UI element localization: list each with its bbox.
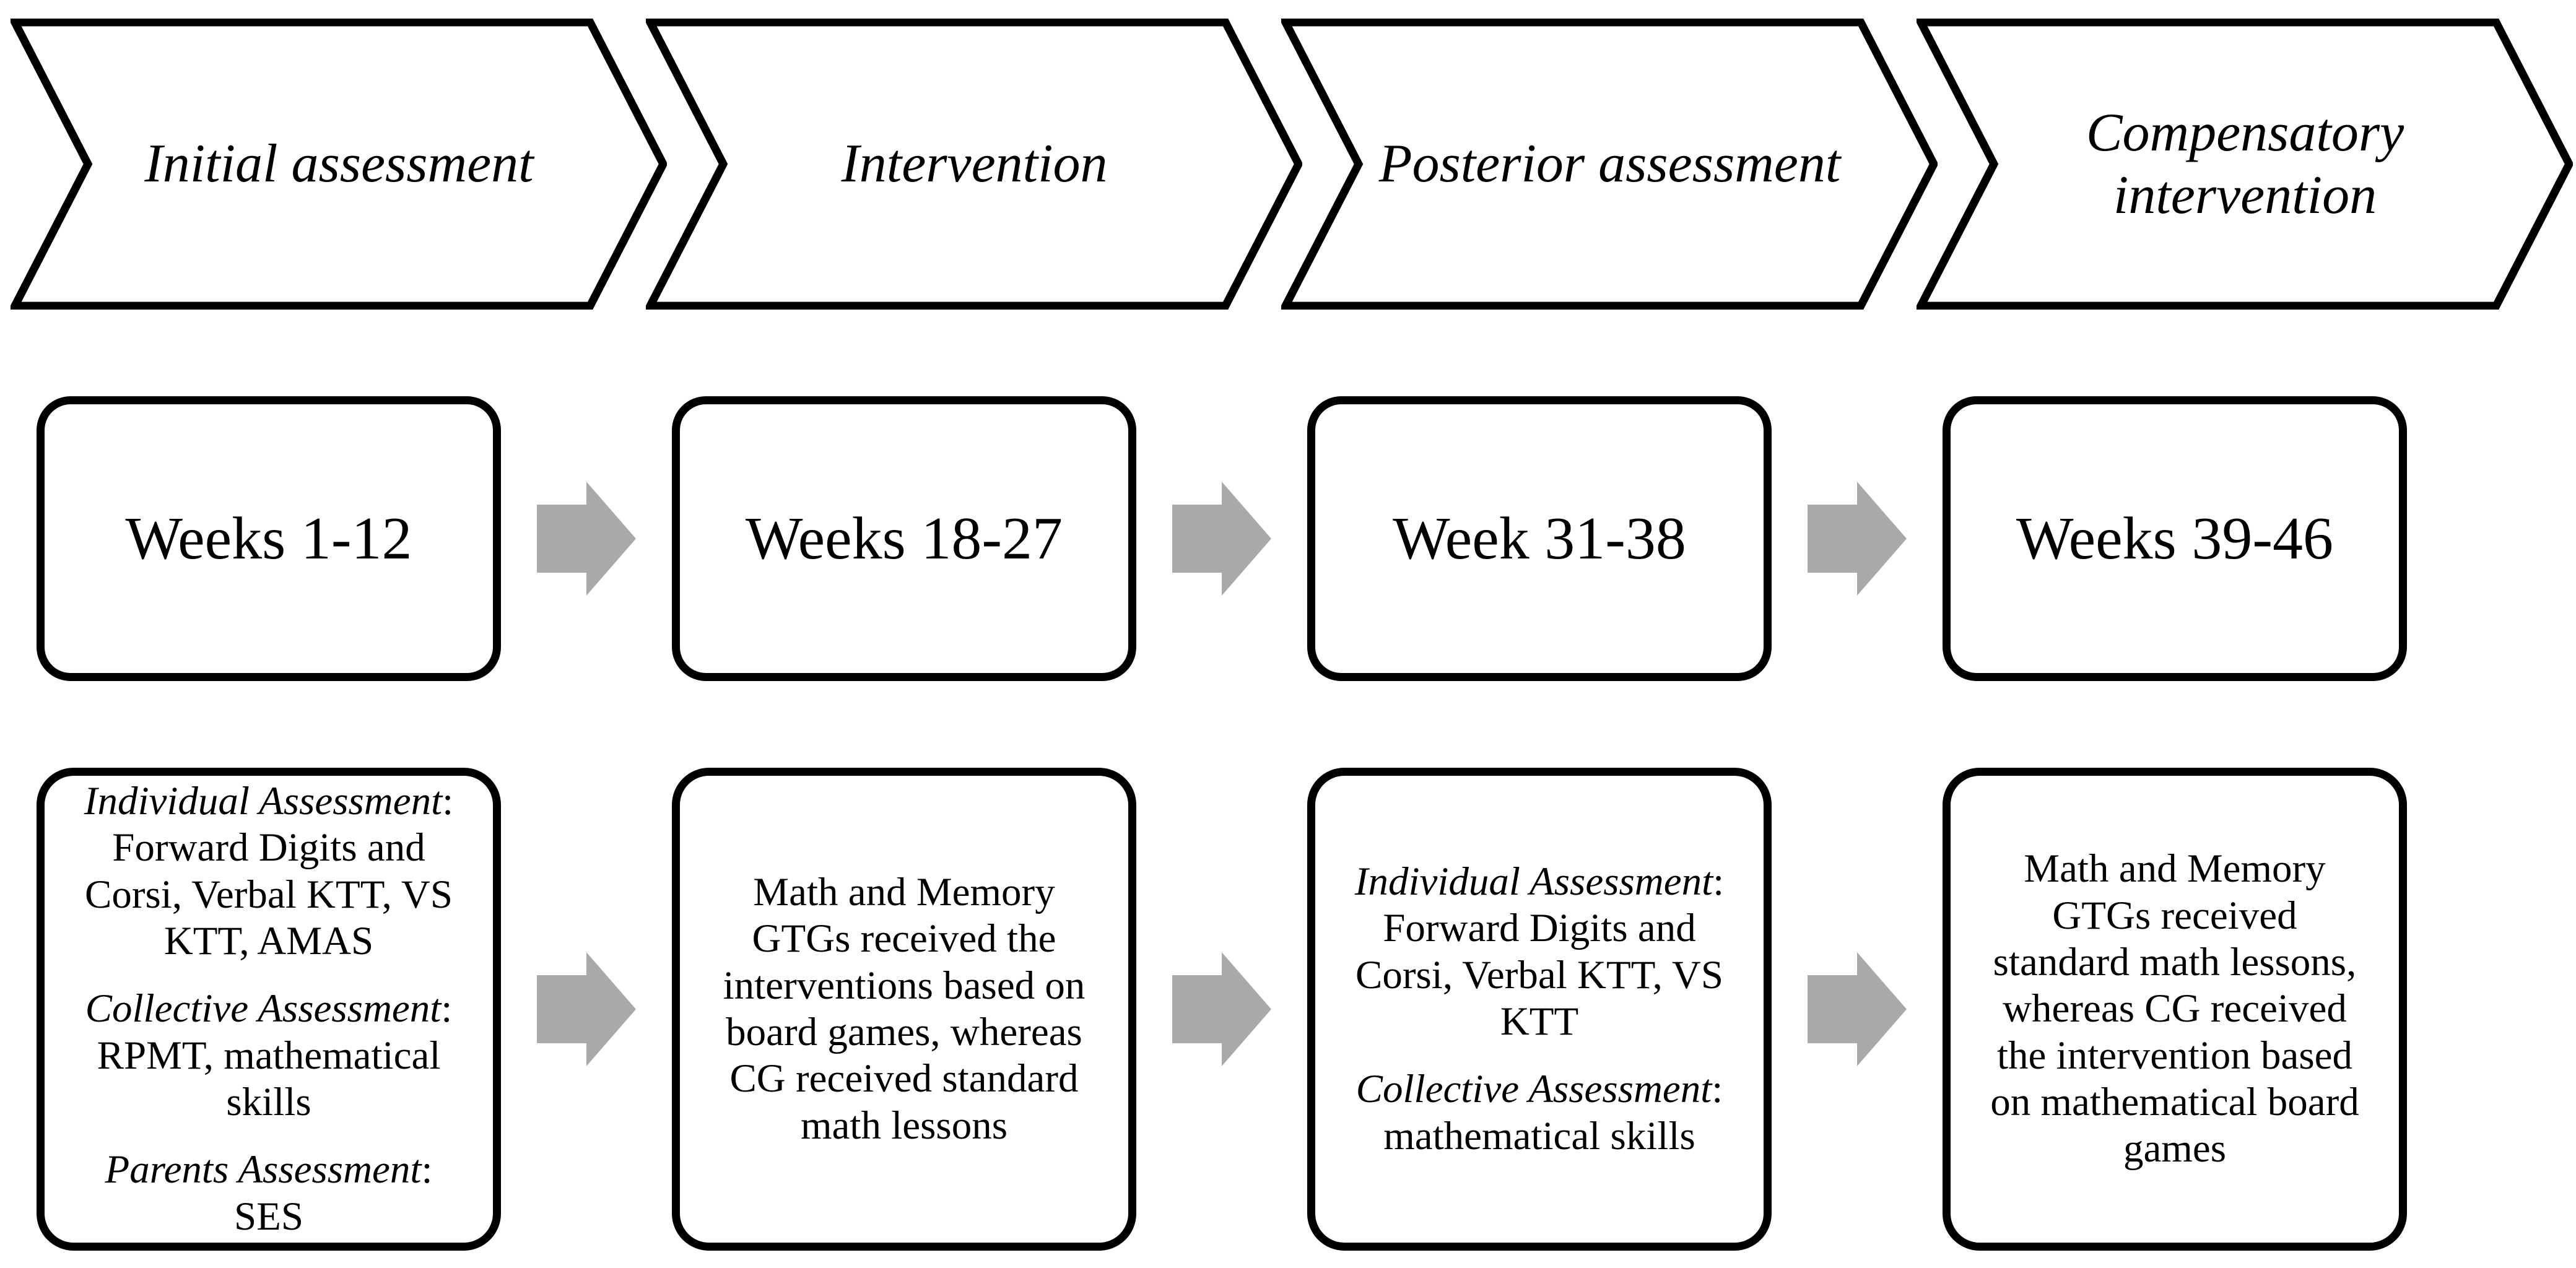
chevron-banner bbox=[1917, 19, 2573, 310]
right-arrow-icon bbox=[1808, 482, 1907, 596]
detail-colon: : bbox=[441, 986, 453, 1031]
weeks-label: Weeks 1-12 bbox=[125, 505, 412, 572]
right-arrow-icon bbox=[1172, 952, 1271, 1066]
detail-label: Parents Assessment bbox=[105, 1147, 422, 1192]
detail-label: Individual Assessment bbox=[84, 778, 443, 823]
detail-lead: Collective Assessment: bbox=[85, 986, 453, 1032]
details-box: Individual Assessment: Forward Digits an… bbox=[1307, 768, 1772, 1251]
phase-column-compensatory-intervention: Compensatory intervention Weeks 39-46 Ma… bbox=[1917, 0, 2573, 1268]
phase-column-intervention: Intervention Weeks 18-27 Math and Memory… bbox=[646, 0, 1302, 1268]
phase-header: Posterior assessment bbox=[1378, 134, 1841, 194]
detail-paragraph: Math and Memory GTGs received standard m… bbox=[1990, 846, 2359, 1173]
chevron-shape bbox=[11, 19, 667, 310]
details-box: Math and Memory GTGs received the interv… bbox=[672, 768, 1136, 1251]
detail-paragraph: Collective Assessment: mathematical skil… bbox=[1356, 1066, 1723, 1160]
phase-column-posterior-assessment: Posterior assessment Week 31-38 Individu… bbox=[1281, 0, 1938, 1268]
detail-lead: Parents Assessment: bbox=[105, 1147, 432, 1193]
detail-paragraph: Collective Assessment: RPMT, mathematica… bbox=[85, 986, 453, 1126]
right-arrow-icon bbox=[537, 952, 636, 1066]
detail-label: Collective Assessment bbox=[1355, 1067, 1712, 1112]
chevron-shape bbox=[1281, 19, 1938, 310]
phase-column-initial-assessment: Initial assessment Weeks 1-12 Individual… bbox=[11, 0, 667, 1268]
chevron-banner bbox=[646, 19, 1302, 310]
detail-colon: : bbox=[442, 778, 454, 823]
details-box: Math and Memory GTGs received standard m… bbox=[1943, 768, 2407, 1251]
phase-header: Intervention bbox=[841, 134, 1108, 194]
weeks-box: Weeks 18-27 bbox=[672, 396, 1136, 681]
weeks-label: Week 31-38 bbox=[1393, 505, 1686, 572]
chevron-shape bbox=[646, 19, 1302, 310]
weeks-box: Weeks 39-46 bbox=[1943, 396, 2407, 681]
weeks-label: Weeks 18-27 bbox=[746, 505, 1063, 572]
detail-label: Individual Assessment bbox=[1354, 859, 1713, 904]
phase-header: Initial assessment bbox=[144, 134, 534, 194]
detail-colon: : bbox=[1713, 859, 1725, 904]
weeks-box: Week 31-38 bbox=[1307, 396, 1772, 681]
detail-paragraph: Individual Assessment: Forward Digits an… bbox=[1355, 859, 1724, 1046]
detail-text: Forward Digits and Corsi, Verbal KTT, VS… bbox=[84, 825, 453, 963]
detail-paragraph: Math and Memory GTGs received the interv… bbox=[723, 869, 1086, 1149]
phase-header: Compensatory intervention bbox=[2086, 102, 2404, 225]
detail-lead: Individual Assessment: bbox=[84, 778, 453, 825]
weeks-label: Weeks 39-46 bbox=[2016, 505, 2333, 572]
chevron-banner bbox=[1281, 19, 1938, 310]
details-box: Individual Assessment: Forward Digits an… bbox=[37, 768, 501, 1251]
detail-colon: : bbox=[421, 1147, 433, 1192]
detail-lead: Collective Assessment: bbox=[1356, 1066, 1723, 1113]
detail-text: mathematical skills bbox=[1383, 1113, 1695, 1158]
detail-label: Collective Assessment bbox=[85, 986, 442, 1031]
detail-text: Forward Digits and Corsi, Verbal KTT, VS… bbox=[1355, 906, 1723, 1044]
right-arrow-icon bbox=[1172, 482, 1271, 596]
right-arrow-icon bbox=[537, 482, 636, 596]
detail-paragraph: Parents Assessment: SES bbox=[105, 1147, 432, 1240]
chevron-banner bbox=[11, 19, 667, 310]
detail-lead: Individual Assessment: bbox=[1355, 859, 1724, 905]
detail-text: Math and Memory GTGs received standard m… bbox=[1990, 846, 2359, 1171]
detail-text: SES bbox=[233, 1194, 303, 1239]
detail-text: Math and Memory GTGs received the interv… bbox=[723, 869, 1086, 1148]
chevron-shape bbox=[1917, 19, 2573, 310]
detail-paragraph: Individual Assessment: Forward Digits an… bbox=[84, 778, 453, 965]
detail-text: RPMT, mathematical skills bbox=[97, 1033, 441, 1125]
detail-colon: : bbox=[1712, 1067, 1723, 1112]
right-arrow-icon bbox=[1808, 952, 1907, 1066]
weeks-box: Weeks 1-12 bbox=[37, 396, 501, 681]
